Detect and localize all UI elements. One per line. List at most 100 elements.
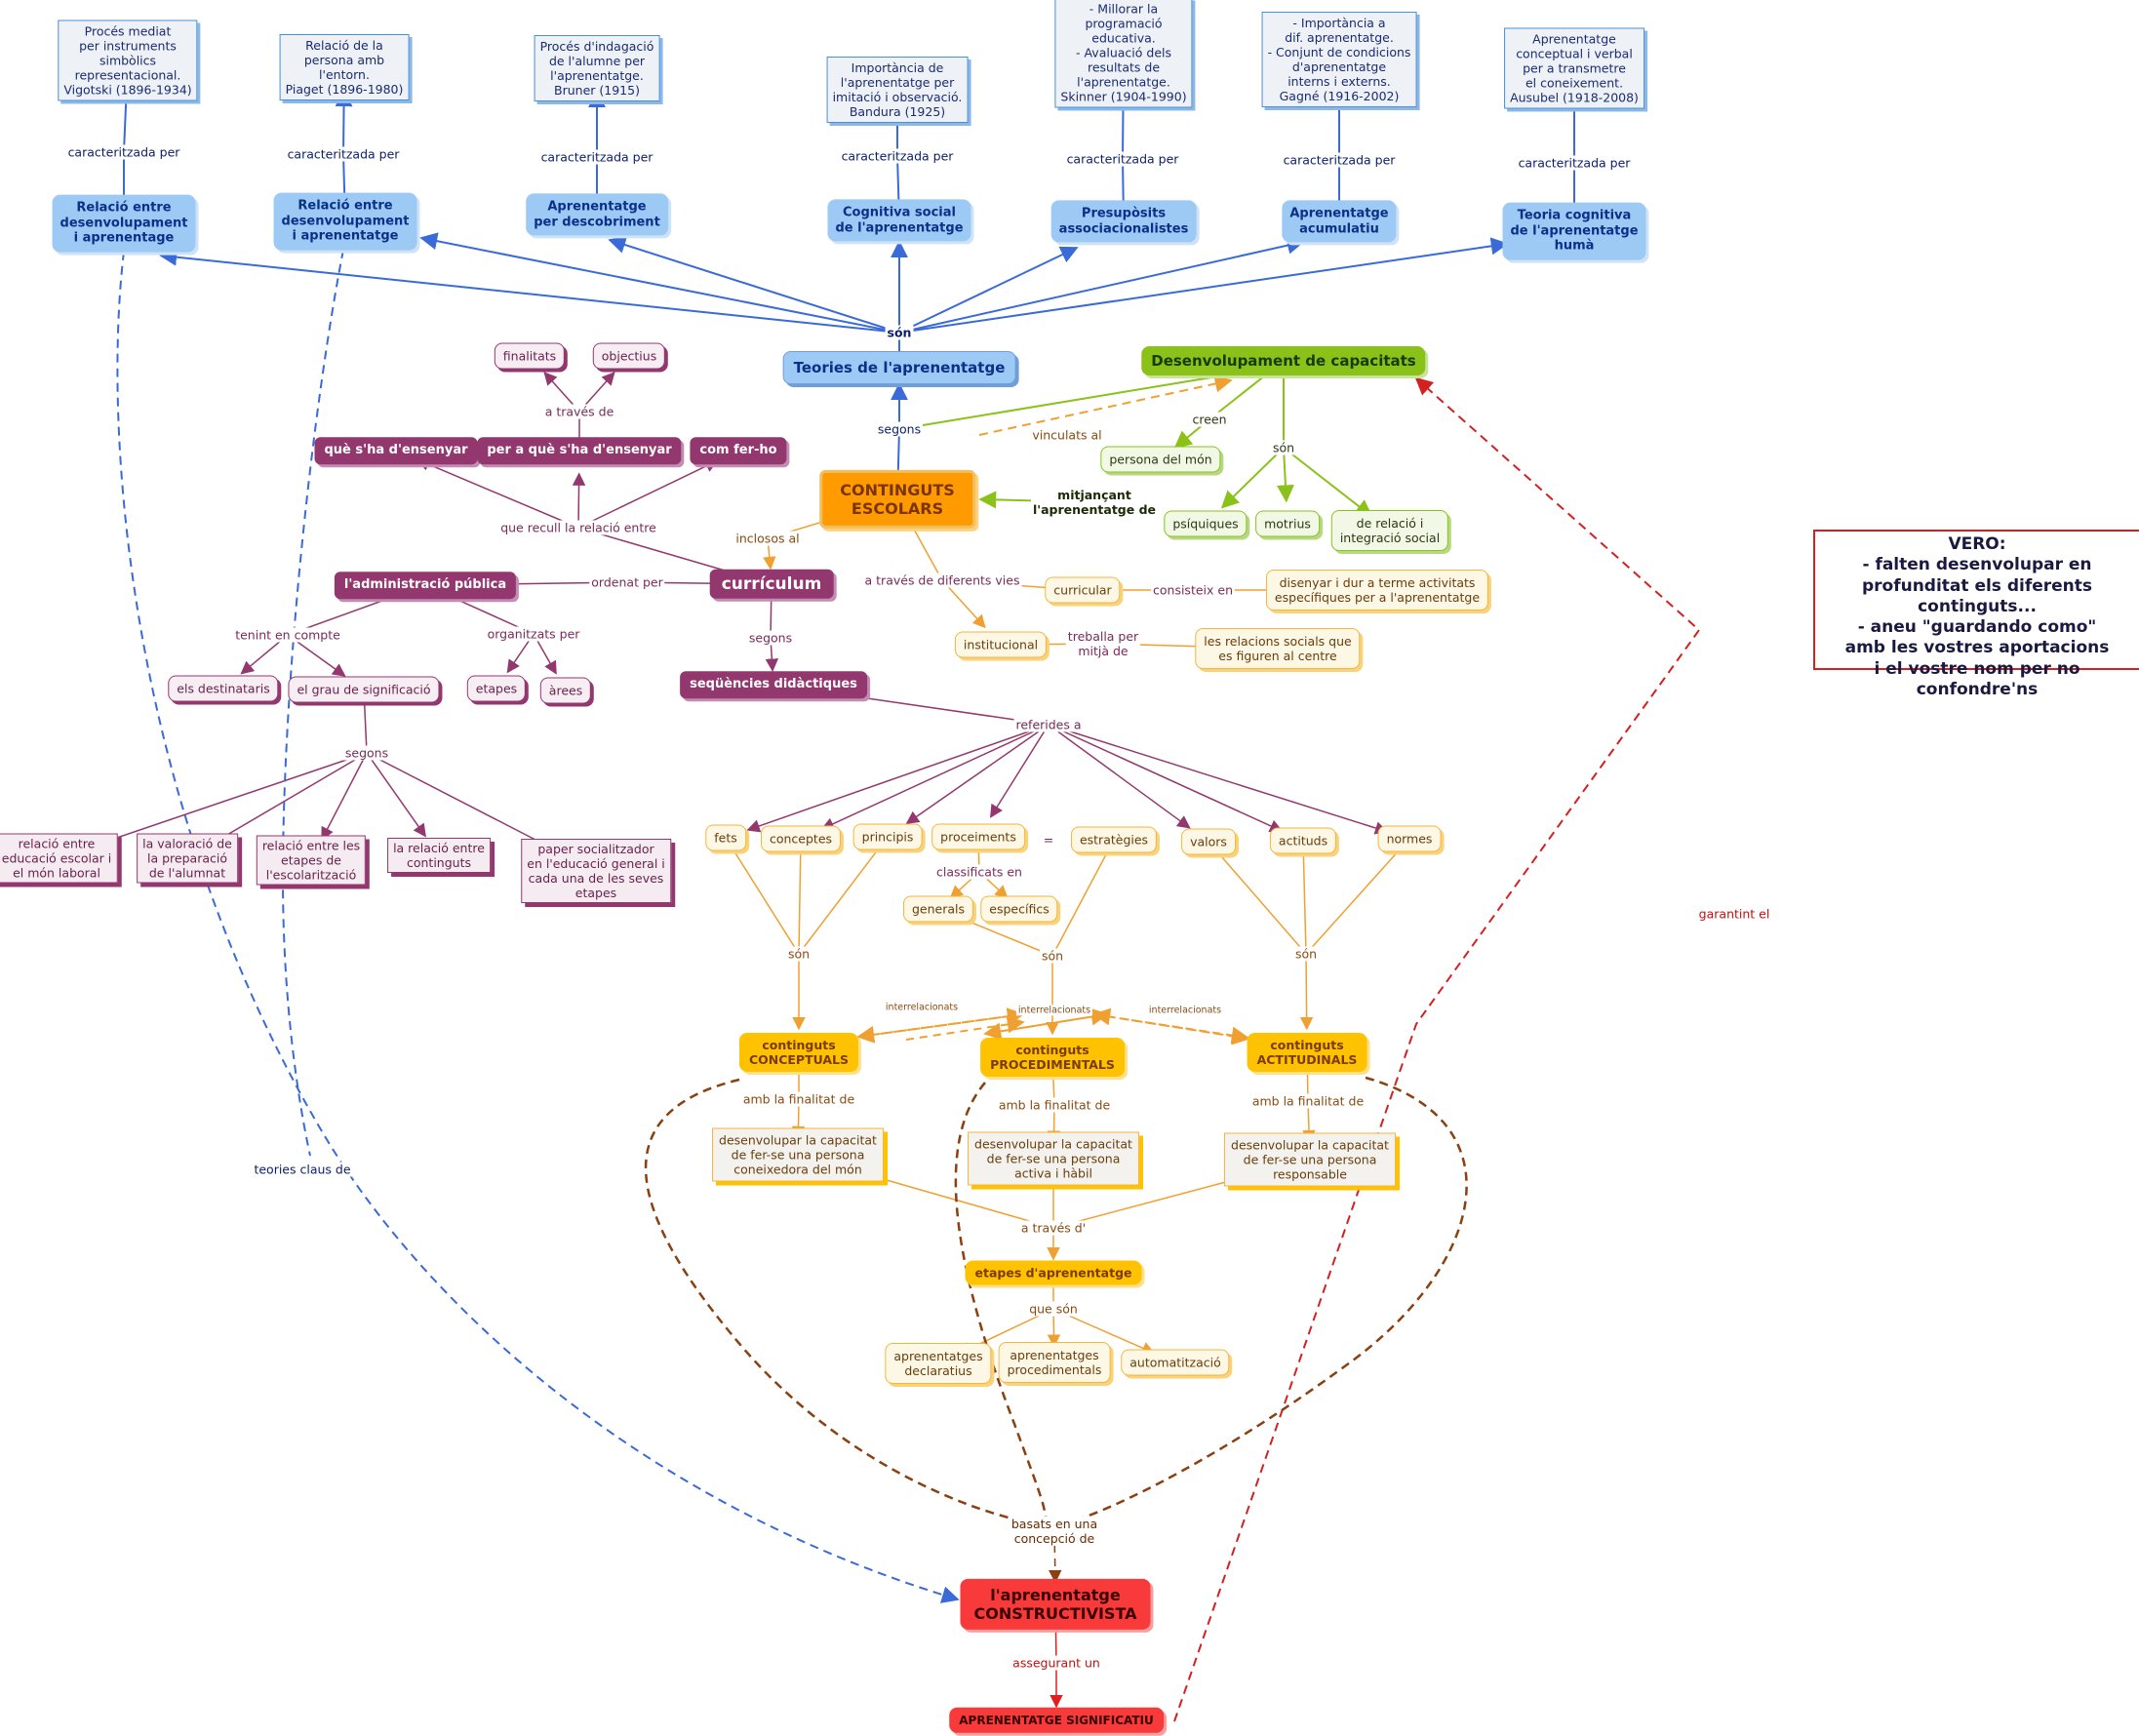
concept-node-bru[interactable]: Procés d'indagació de l'alumne per l'apr… <box>534 35 660 101</box>
link-label: interrelacionats <box>1146 1005 1224 1016</box>
link-label: que recull la relació entre <box>498 520 658 535</box>
connector-line <box>857 1007 1025 1038</box>
link-label: caracteritzada per <box>285 146 402 162</box>
concept-node-rs[interactable]: les relacions socials que es figuren al … <box>1195 628 1361 669</box>
concept-node-cur[interactable]: currículum <box>709 569 834 600</box>
note-line: profunditat els diferents <box>1861 575 2093 596</box>
concept-node-pri[interactable]: principis <box>852 823 923 850</box>
link-label: que són <box>1027 1301 1080 1317</box>
concept-node-vig[interactable]: Procés mediat per instruments simbòlics … <box>58 20 198 101</box>
concept-node-des[interactable]: els destinataris <box>168 675 279 702</box>
concept-node-cur2[interactable]: curricular <box>1045 576 1121 604</box>
concept-node-d1[interactable]: desenvolupar la capacitat de fer-se una … <box>712 1127 884 1182</box>
link-label: mitjançant l'aprenentatge de <box>1030 488 1159 517</box>
concept-node-p1[interactable]: relació entre educació escolar i el món … <box>0 833 118 884</box>
concept-node-ce[interactable]: CONTINGUTS ESCOLARS <box>819 469 975 530</box>
concept-node-cp[interactable]: continguts PROCEDIMENTALS <box>980 1038 1125 1077</box>
concept-node-are[interactable]: àrees <box>539 677 592 704</box>
concept-node-t6[interactable]: Aprenentatge acumulatiu <box>1282 200 1397 243</box>
concept-node-que[interactable]: què s'ha d'ensenyar <box>314 437 478 464</box>
connector-curve <box>116 251 960 1603</box>
concept-node-val[interactable]: valors <box>1181 828 1236 855</box>
concept-node-t2[interactable]: Relació entre desenvolupament i aprenent… <box>273 192 417 251</box>
concept-node-t5[interactable]: Presupòsits associacionalistes <box>1050 200 1197 243</box>
connector-line <box>416 457 579 529</box>
link-label: inclosos al <box>733 531 802 546</box>
concept-node-gen[interactable]: generals <box>902 895 974 923</box>
concept-node-nor[interactable]: normes <box>1377 825 1442 852</box>
connector-line <box>1283 447 1373 518</box>
connector-curve <box>1070 1076 1468 1523</box>
connector-line <box>1048 724 1389 835</box>
concept-node-ap[interactable]: aprenentatges procedimentals <box>998 1342 1111 1383</box>
link-label: amb la finalitat de <box>1249 1093 1367 1109</box>
link-label: interrelacionats <box>883 1002 961 1013</box>
connector-line <box>898 246 1079 334</box>
link-label: caracteritzada per <box>1064 151 1181 167</box>
concept-node-p4[interactable]: la relació entre continguts <box>387 838 491 873</box>
concept-node-obj[interactable]: objectius <box>592 342 666 370</box>
connector-line <box>1092 1007 1249 1040</box>
concept-node-aut[interactable]: automatització <box>1121 1349 1230 1376</box>
link-label: caracteritzada per <box>538 149 655 165</box>
concept-node-fet[interactable]: fets <box>705 824 746 851</box>
connector-line <box>419 232 900 334</box>
connector-line <box>366 752 426 838</box>
concept-node-pqe[interactable]: per a què s'ha d'ensenyar <box>477 437 682 464</box>
concept-node-pia[interactable]: Relació de la persona amb l'entorn. Piag… <box>279 34 410 100</box>
concept-node-pro[interactable]: proceiments <box>931 823 1025 850</box>
concept-node-dis[interactable]: disenyar i dur a terme activitats especí… <box>1265 570 1489 611</box>
link-label: caracteritzada per <box>1516 155 1633 171</box>
link-label: garantint el <box>1696 906 1772 922</box>
concept-node-act[interactable]: actituds <box>1269 827 1337 854</box>
connector-curve <box>281 249 344 1157</box>
concept-node-esp[interactable]: específics <box>980 895 1058 923</box>
concept-node-com[interactable]: com fer-ho <box>690 437 787 464</box>
concept-node-as[interactable]: APRENENTATGE SIGNIFICATIU <box>949 1707 1164 1734</box>
concept-node-ad[interactable]: aprenentatges declaratius <box>885 1343 992 1384</box>
concept-node-cc[interactable]: continguts CONCEPTUALS <box>738 1033 859 1072</box>
connector-line <box>1051 839 1115 957</box>
concept-node-ins[interactable]: institucional <box>954 631 1048 658</box>
concept-node-fin[interactable]: finalitats <box>494 342 566 370</box>
concept-node-est[interactable]: estratègies <box>1070 826 1158 853</box>
concept-node-d3[interactable]: desenvolupar la capacitat de fer-se una … <box>1224 1132 1396 1187</box>
link-label: consisteix en <box>1151 582 1235 598</box>
link-label: segons <box>875 421 924 437</box>
concept-node-gra[interactable]: el grau de significació <box>288 676 440 703</box>
concept-node-dev[interactable]: Desenvolupament de capacitats <box>1141 346 1426 375</box>
concept-node-p2[interactable]: la valoració de la preparació de l'alumn… <box>137 833 238 884</box>
concept-node-ban[interactable]: Importància de l'aprenentatge per imitac… <box>826 57 969 123</box>
concept-node-gag[interactable]: - Importància a dif. aprenentatge. - Con… <box>1261 12 1417 107</box>
connector-line <box>159 248 900 334</box>
concept-node-psi[interactable]: psíquiques <box>1164 510 1248 537</box>
concept-node-ea[interactable]: etapes d'aprenentatge <box>965 1260 1142 1285</box>
concept-node-t1[interactable]: Relació entre desenvolupament i aprenent… <box>52 194 196 253</box>
concept-node-pm[interactable]: persona del món <box>1100 446 1221 473</box>
concept-node-rel[interactable]: de relació i integració social <box>1330 510 1449 551</box>
concept-node-t4[interactable]: Cognitiva social de l'aprenentatge <box>827 199 971 242</box>
concept-node-ski[interactable]: - Millorar la programació educativa. - A… <box>1054 0 1193 108</box>
connector-line <box>725 837 800 955</box>
link-label: classificats en <box>934 864 1024 880</box>
concept-node-aus[interactable]: Aprenentatge conceptual i verbal per a t… <box>1504 27 1644 109</box>
concept-node-p5[interactable]: paper socialitzador en l'educació genera… <box>521 839 671 903</box>
concept-node-eta[interactable]: etapes <box>466 675 527 702</box>
connector-line <box>798 836 889 955</box>
concept-node-mot[interactable]: motrius <box>1255 510 1320 537</box>
concept-node-adm[interactable]: l'administració pública <box>334 572 517 599</box>
concept-node-ac[interactable]: l'aprenentatge CONSTRUCTIVISTA <box>960 1578 1151 1631</box>
link-label: creen <box>1190 412 1229 427</box>
concept-node-ca[interactable]: continguts ACTITUDINALS <box>1247 1033 1367 1072</box>
concept-node-seq[interactable]: seqüències didàctiques <box>680 671 867 698</box>
concept-node-con[interactable]: conceptes <box>760 825 842 852</box>
connector-line <box>77 752 368 853</box>
link-label: vinculats al <box>1030 427 1104 443</box>
concept-node-teo[interactable]: Teories de l'aprenentatge <box>782 351 1016 384</box>
concept-node-t7[interactable]: Teoria cognitiva de l'aprenentatge humà <box>1502 202 1646 260</box>
link-label: interrelacionats <box>1015 1005 1093 1016</box>
link-label: a través de diferents vies <box>862 572 1022 588</box>
concept-node-d2[interactable]: desenvolupar la capacitat de fer-se una … <box>968 1131 1139 1186</box>
concept-node-t3[interactable]: Aprenentatge per descobriment <box>526 193 668 236</box>
concept-node-p3[interactable]: relació entre les etapes de l'escolaritz… <box>256 835 367 886</box>
